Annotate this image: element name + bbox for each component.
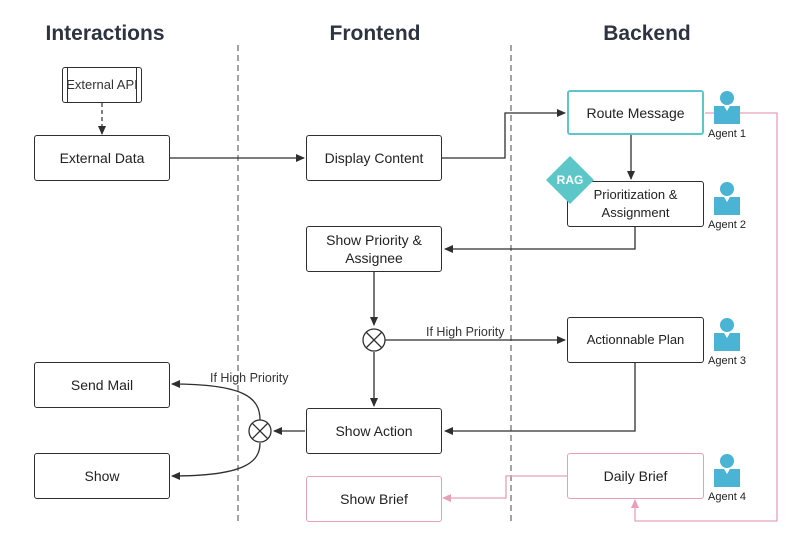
edge-route-to-daily-brief	[631, 112, 778, 522]
edge-prioritization-to-show-priority	[444, 227, 636, 253]
agent-3-label: Agent 3	[708, 355, 746, 367]
agent-2-icon	[714, 182, 740, 215]
edge-label-high-priority-plan: If High Priority	[426, 325, 505, 339]
edge-label-high-priority-mail: If High Priority	[210, 371, 289, 385]
decision-node-2	[248, 419, 272, 443]
edge-daily-brief-to-show-brief	[442, 475, 567, 502]
rag-diamond-shape	[546, 156, 594, 204]
agent-3-icon	[714, 318, 740, 351]
agent-2-label: Agent 2	[708, 219, 746, 231]
route-message-node: Route Message	[567, 90, 704, 135]
decision-node-1	[362, 328, 386, 352]
lane-title-frontend: Frontend	[329, 22, 421, 45]
prioritization-node: Prioritization & Assignment	[567, 181, 704, 227]
external-data-node: External Data	[34, 135, 170, 181]
edge-decision2-to-send-mail	[171, 380, 261, 421]
agent-1-label: Agent 1	[708, 128, 746, 140]
lane-title-backend: Backend	[603, 22, 691, 45]
show-priority-node: Show Priority & Assignee	[306, 226, 442, 272]
daily-brief-node: Daily Brief	[567, 453, 704, 499]
external-api-node: External API	[62, 67, 142, 103]
agent-4-label: Agent 4	[708, 491, 746, 503]
send-mail-node: Send Mail	[34, 362, 170, 408]
display-content-node: Display Content	[306, 135, 442, 181]
edge-display-to-route	[442, 109, 566, 159]
agent-4-icon	[714, 454, 740, 487]
show-action-node: Show Action	[306, 408, 442, 454]
actionable-plan-node: Actionnable Plan	[567, 317, 704, 363]
rag-label: RAG	[556, 173, 584, 187]
edge-plan-to-show-action	[444, 363, 636, 435]
agent-1-icon	[714, 91, 740, 124]
lane-title-interactions: Interactions	[45, 22, 165, 45]
show-brief-node: Show Brief	[306, 476, 442, 522]
show-node: Show	[34, 453, 170, 499]
edge-decision2-to-show	[171, 442, 261, 480]
